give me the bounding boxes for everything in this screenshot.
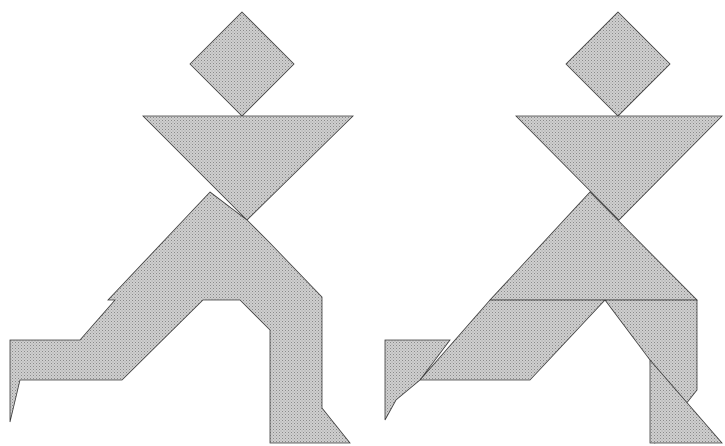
shoulder-triangle [516, 116, 722, 220]
tangram-runner-solid [10, 12, 353, 443]
body-polygon [10, 192, 350, 443]
shoulder-triangle [143, 116, 353, 220]
head-square [190, 12, 294, 116]
head-square [566, 12, 670, 116]
tangram-runner-dissected [385, 12, 722, 443]
body-large-triangle [490, 192, 697, 300]
